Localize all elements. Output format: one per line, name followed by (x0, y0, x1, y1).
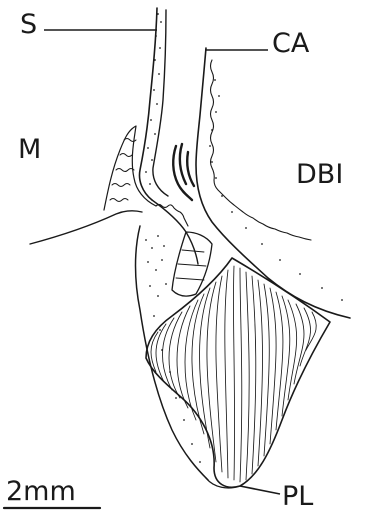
stem-stippling (145, 13, 162, 185)
main-lobe-outline (146, 258, 330, 487)
leader-line-pl (240, 486, 280, 494)
mantle-baseline (30, 211, 142, 244)
main-lobe-ridges (151, 266, 316, 482)
label-pl: PL (282, 481, 313, 512)
label-ca: CA (272, 28, 310, 59)
ca-stippling (209, 79, 343, 301)
dark-hatched-patch (173, 144, 194, 200)
label-s: S (20, 9, 37, 40)
specimen-drawing (30, 8, 350, 488)
stem-left-outline (140, 8, 158, 200)
label-m: M (18, 134, 41, 165)
small-tab-ridges (176, 250, 206, 280)
label-dbi: DBI (296, 159, 343, 190)
scale-bar-label: 2mm (6, 476, 76, 507)
ca-wavy-edge (211, 60, 312, 240)
